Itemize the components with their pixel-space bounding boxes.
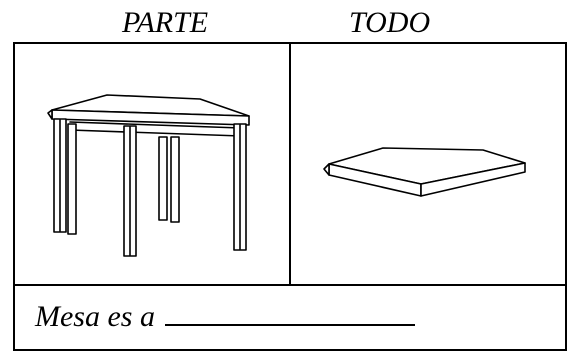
sentence-line: Mesa es a xyxy=(35,298,415,335)
tabletop-slab-icon xyxy=(323,147,526,197)
cell-tabletop-image xyxy=(291,44,565,284)
cell-table-image xyxy=(15,44,291,284)
sentence-prompt: Mesa es a xyxy=(35,300,155,333)
header-parte-label: PARTE xyxy=(122,6,209,39)
table-with-legs-icon xyxy=(47,94,250,257)
header-todo-label: TODO xyxy=(349,6,431,39)
answer-blank[interactable] xyxy=(164,298,415,326)
worksheet-grid: Mesa es a xyxy=(13,42,567,351)
sentence-row: Mesa es a xyxy=(15,284,565,349)
